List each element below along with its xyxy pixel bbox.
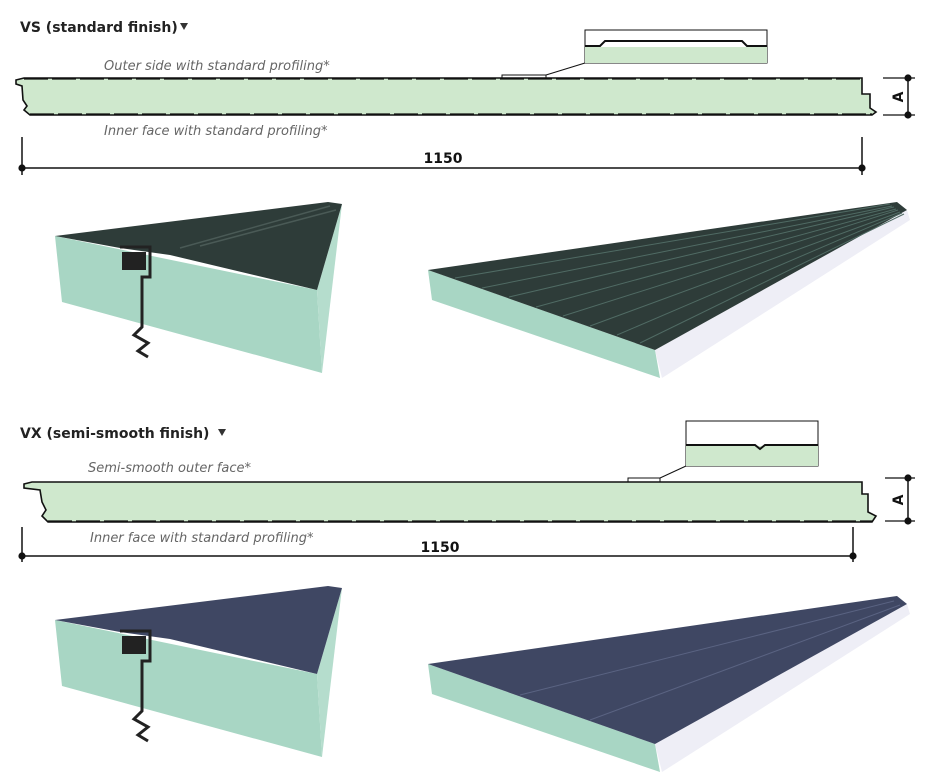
thickness-dimension: A (883, 74, 915, 119)
width-dimension: 1150 (18, 527, 857, 562)
vx-title-dropdown[interactable]: VX (semi-smooth finish) (20, 426, 226, 442)
vs-title-dropdown[interactable]: VS (standard finish) (20, 20, 188, 36)
section-vx: VX (semi-smooth finish) Semi-smooth oute… (18, 420, 915, 772)
inner-face-label: Inner face with standard profiling* (90, 531, 314, 546)
panel-full-3d-view (428, 596, 910, 772)
inner-face-label: Inner face with standard profiling* (104, 124, 328, 139)
section-title: VX (semi-smooth finish) (20, 426, 209, 442)
width-dimension: 1150 (18, 137, 866, 175)
profile-detail-callout (627, 420, 819, 487)
outer-face-label: Outer side with standard profiling* (104, 59, 330, 74)
thickness-label: A (891, 91, 907, 102)
thickness-label: A (891, 494, 907, 505)
outer-face-label: Semi-smooth outer face* (88, 461, 251, 476)
triangle-down-icon (180, 23, 188, 30)
profile-detail-callout (501, 29, 768, 82)
panel-cross-section (15, 77, 878, 116)
panel-joint-3d-view (55, 202, 342, 373)
panel-full-3d-view (428, 202, 910, 378)
section-title: VS (standard finish) (20, 20, 178, 36)
panel-joint-3d-view (55, 586, 342, 757)
panel-cross-section (23, 481, 878, 523)
triangle-down-icon (218, 429, 226, 436)
width-value: 1150 (424, 151, 463, 167)
width-value: 1150 (421, 540, 460, 556)
thickness-dimension: A (885, 474, 915, 525)
section-vs: VS (standard finish) Outer side with sta… (15, 20, 915, 378)
